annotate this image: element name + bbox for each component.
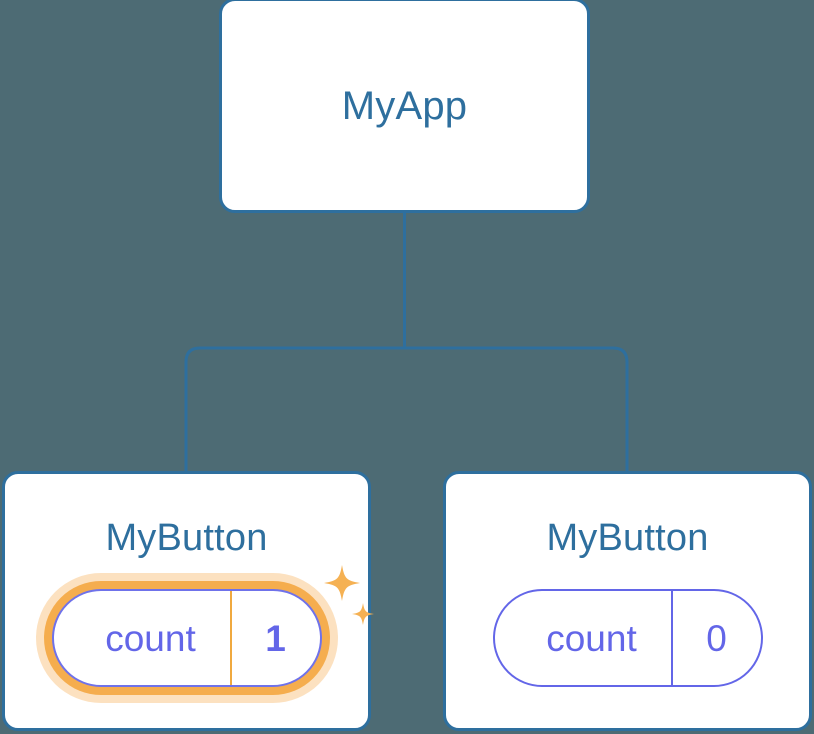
component-node-mybutton-right[interactable]: MyButton count 0 xyxy=(443,471,812,731)
component-node-title: MyButton xyxy=(546,517,709,559)
state-pill[interactable]: count 0 xyxy=(492,589,763,687)
connector-branch-left xyxy=(184,346,405,471)
state-pill[interactable]: count 1 xyxy=(51,589,322,687)
state-value-label: 1 xyxy=(229,591,320,685)
component-node-title: MyApp xyxy=(341,83,468,128)
state-value-label: 0 xyxy=(670,591,761,685)
component-node-mybutton-left[interactable]: MyButton count 1 xyxy=(2,471,374,731)
connector-branch-right xyxy=(404,346,629,471)
sparkles-group xyxy=(323,565,374,625)
component-node-myapp[interactable]: MyApp xyxy=(219,0,590,213)
sparkle-large-icon xyxy=(323,565,360,601)
state-key-label: count xyxy=(105,617,196,659)
state-pill-highlighted: count 1 xyxy=(51,565,374,687)
state-pill-plain: count 0 xyxy=(492,589,763,687)
state-key-label: count xyxy=(546,617,637,659)
component-node-title: MyButton xyxy=(105,517,268,559)
sparkle-small-icon xyxy=(351,603,374,625)
